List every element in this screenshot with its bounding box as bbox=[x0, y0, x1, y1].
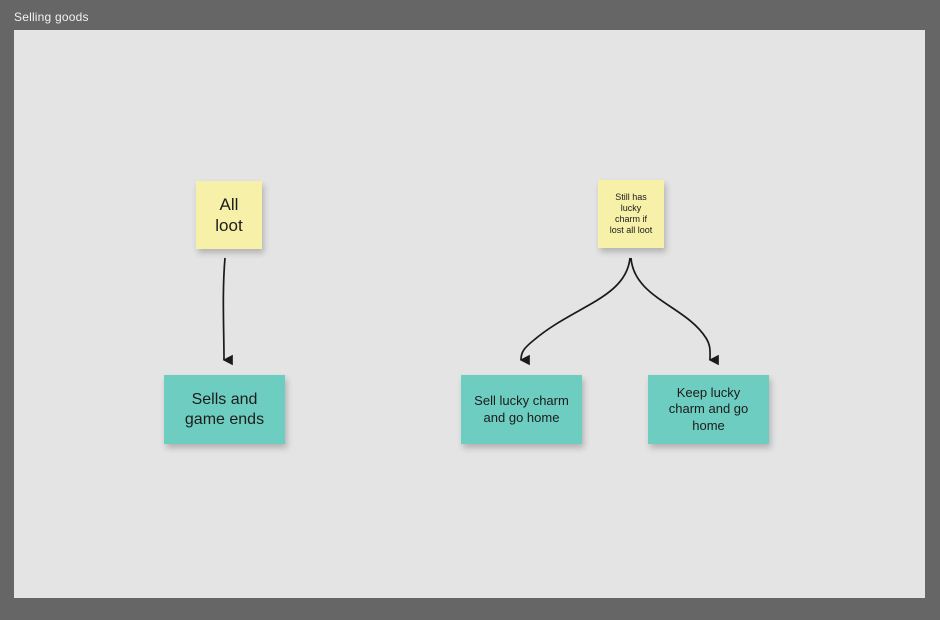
node-all-loot[interactable]: All loot bbox=[196, 181, 262, 249]
title-bar: Selling goods bbox=[0, 0, 940, 30]
edge-charm-to-keep bbox=[630, 257, 719, 366]
edge-layer bbox=[222, 257, 719, 366]
node-sell-lucky-charm[interactable]: Sell lucky charm and go home bbox=[461, 375, 582, 444]
diagram-canvas[interactable]: All loot Still has lucky charm if lost a… bbox=[14, 30, 925, 598]
edge-all-loot-to-sells bbox=[222, 257, 233, 366]
edge-charm-to-sell bbox=[519, 257, 631, 366]
node-keep-lucky-charm[interactable]: Keep lucky charm and go home bbox=[648, 375, 769, 444]
node-still-has-lucky-charm[interactable]: Still has lucky charm if lost all loot bbox=[598, 180, 664, 248]
page-title: Selling goods bbox=[14, 10, 89, 24]
node-sells-and-game-ends[interactable]: Sells and game ends bbox=[164, 375, 285, 444]
